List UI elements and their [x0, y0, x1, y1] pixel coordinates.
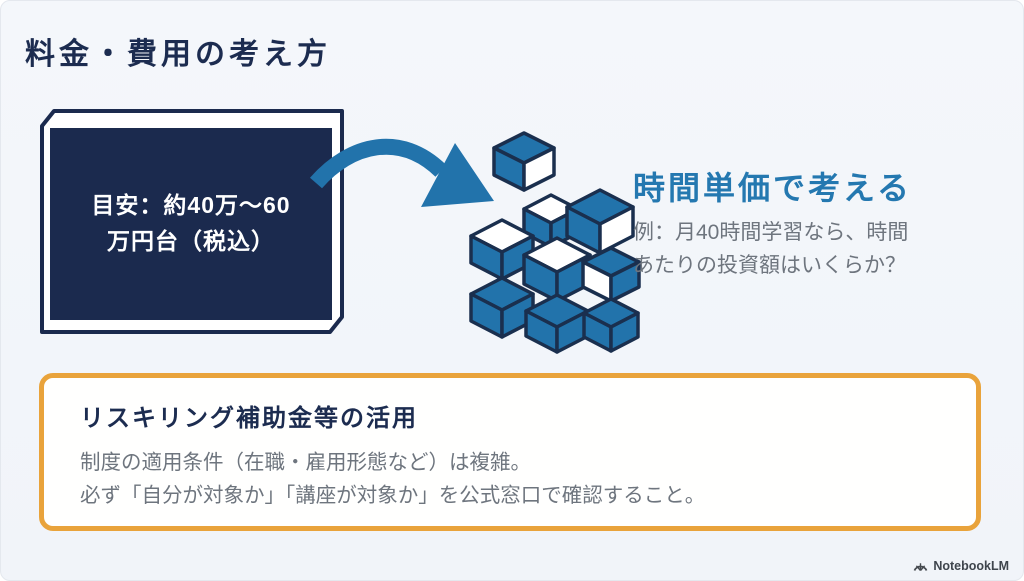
footer-brand-label: NotebookLM — [933, 559, 1009, 573]
price-box-graphic — [40, 109, 344, 334]
notebooklm-logo-icon — [913, 563, 928, 571]
curved-arrow-icon — [309, 138, 494, 207]
note-box: リスキリング補助金等の活用 制度の適用条件（在職・雇用形態など）は複雑。 必ず「… — [39, 373, 981, 531]
cubes-illustration — [469, 131, 641, 354]
right-panel-body: 例：月40時間学習なら、時間 あたりの投資額はいくらか？ — [633, 221, 909, 277]
price-box-text: 目安：約40万〜60 万円台（税込） — [91, 192, 291, 254]
slide-title: 料金・費用の考え方 — [25, 38, 331, 71]
footer-brand: NotebookLM — [913, 559, 1009, 573]
note-box-title: リスキリング補助金等の活用 — [80, 405, 418, 432]
right-panel-heading: 時間単価で考える — [633, 170, 913, 206]
note-box-body: 制度の適用条件（在職・雇用形態など）は複雑。 必ず「自分が対象か」「講座が対象か… — [80, 451, 706, 508]
